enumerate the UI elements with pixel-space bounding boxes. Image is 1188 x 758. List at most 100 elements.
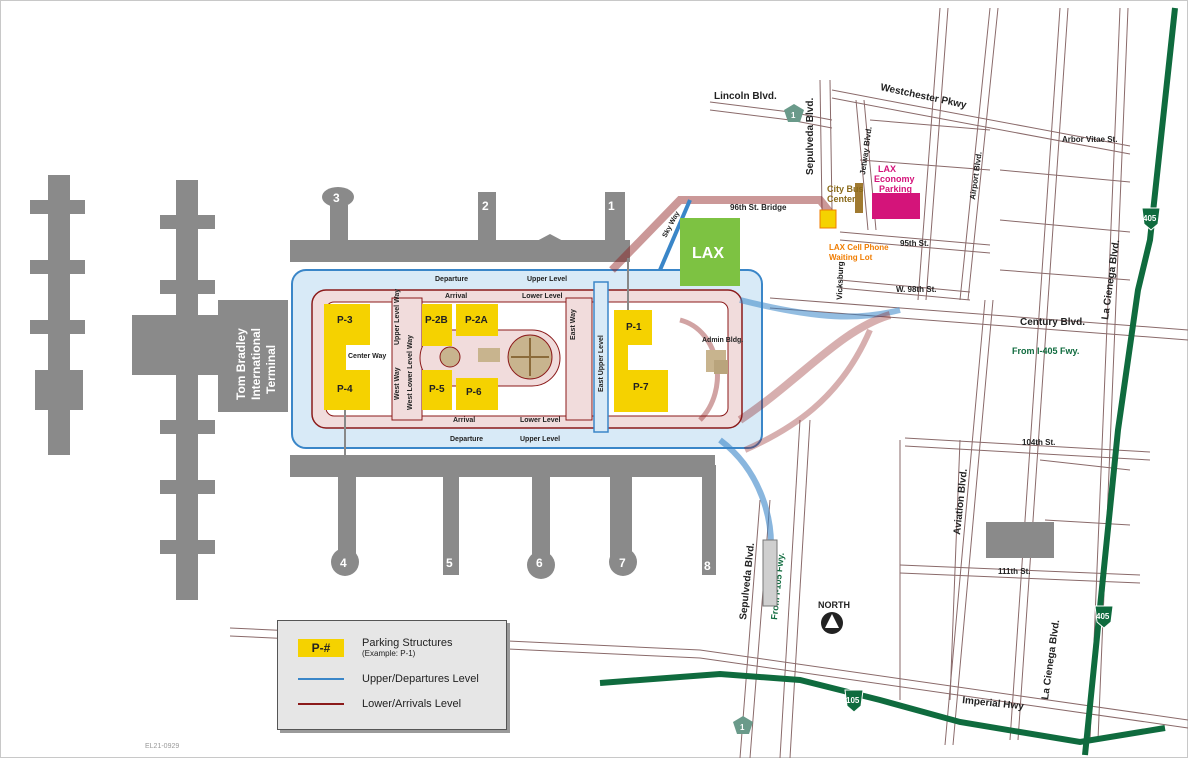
parking-p2a [456, 304, 498, 336]
route-shields: 1 1 405 405 105 [733, 104, 1161, 734]
svg-text:405: 405 [1143, 214, 1157, 223]
legend-parking-row: P-# Parking Structures (Example: P-1) [298, 637, 452, 658]
svg-text:West Way: West Way [394, 367, 401, 400]
svg-text:Upper Level: Upper Level [520, 436, 560, 443]
svg-text:Lower Level: Lower Level [522, 293, 563, 300]
parking-structures [324, 304, 668, 412]
sr1-shield-icon [784, 104, 804, 122]
from-405-label: From I-405 Fwy. [1012, 346, 1079, 356]
svg-text:Parking: Parking [879, 184, 912, 194]
svg-text:Departure: Departure [450, 436, 483, 443]
map-legend: P-# Parking Structures (Example: P-1) Up… [277, 620, 507, 730]
svg-text:Upper Level: Upper Level [527, 276, 567, 283]
svg-text:Waiting Lot: Waiting Lot [829, 253, 873, 262]
svg-text:Westchester Pkwy: Westchester Pkwy [879, 82, 967, 111]
lax-logo: LAX [692, 245, 724, 262]
svg-text:1: 1 [740, 723, 745, 732]
parking-p1-p7 [614, 310, 668, 412]
svg-text:P-5: P-5 [429, 384, 445, 395]
legend-lower-label: Lower/Arrivals Level [362, 698, 462, 710]
parking-p2b [422, 304, 452, 346]
svg-text:6: 6 [536, 556, 543, 570]
svg-text:95th St.: 95th St. [900, 239, 929, 248]
svg-text:W. 98th St.: W. 98th St. [896, 285, 936, 294]
parking-labels: P-3 P-4 P-2B P-2A P-5 P-6 P-1 P-7 [337, 315, 649, 398]
svg-text:8: 8 [704, 559, 711, 573]
terminal-structures [30, 175, 1054, 600]
svg-text:Airport Blvd.: Airport Blvd. [968, 151, 984, 200]
direction-labels: From I-405 Fwy. From I-105 Fwy. NORTH [762, 346, 1079, 634]
svg-text:4: 4 [340, 556, 347, 570]
parking-p6 [456, 378, 498, 410]
tbit-label-3: Terminal [264, 345, 278, 394]
place-labels: City Bus Center LAX Economy Parking LAX … [827, 164, 915, 262]
svg-text:111th St.: 111th St. [998, 567, 1030, 576]
svg-text:96th St. Bridge: 96th St. Bridge [730, 203, 787, 212]
legend-parking-label: Parking Structures [362, 637, 453, 649]
parking-p5 [422, 370, 452, 410]
svg-text:7: 7 [619, 556, 626, 570]
svg-text:Imperial Hwy: Imperial Hwy [962, 695, 1025, 712]
svg-text:1: 1 [608, 199, 615, 213]
svg-text:P-1: P-1 [626, 322, 642, 333]
svg-text:Century Blvd.: Century Blvd. [1020, 317, 1085, 328]
svg-text:Sepulveda Blvd.: Sepulveda Blvd. [738, 542, 757, 620]
i405-freeway [1082, 7, 1178, 756]
svg-text:P-3: P-3 [337, 315, 353, 326]
svg-text:Arbor Vitae St.: Arbor Vitae St. [1062, 135, 1117, 144]
svg-text:2: 2 [482, 199, 489, 213]
svg-text:Arrival: Arrival [453, 417, 475, 424]
internal-road-labels: Departure Upper Level Arrival Lower Leve… [348, 210, 743, 443]
svg-text:P-7: P-7 [633, 382, 649, 393]
svg-text:P-4: P-4 [337, 384, 353, 395]
svg-text:LAX: LAX [878, 164, 896, 174]
north-label: NORTH [818, 600, 850, 610]
city-bus-label-2: Center [827, 194, 856, 204]
i105-freeway [599, 670, 1166, 746]
svg-text:La Cienega Blvd.: La Cienega Blvd. [1040, 619, 1062, 701]
svg-text:405: 405 [1096, 612, 1110, 621]
svg-text:West Lower Level Way: West Lower Level Way [407, 335, 414, 410]
svg-text:104th St.: 104th St. [1022, 438, 1055, 447]
legend-lower-row: Lower/Arrivals Level [298, 698, 461, 710]
map-code: EL21-0929 [145, 743, 179, 750]
svg-text:Lincoln Blvd.: Lincoln Blvd. [714, 91, 777, 102]
tbit-building [218, 300, 288, 412]
svg-text:Departure: Departure [435, 276, 468, 283]
city-bus-center [855, 183, 863, 213]
tbit-label-2: International [249, 328, 263, 400]
tbit-label-1: Tom Bradley [234, 328, 248, 400]
svg-text:Lower Level: Lower Level [520, 417, 561, 424]
svg-text:Center Way: Center Way [348, 353, 386, 360]
i405-shield-icon [1141, 207, 1161, 231]
i405-shield-bottom-icon [1094, 605, 1114, 629]
legend-upper-line [298, 678, 344, 680]
svg-text:LAX Cell Phone: LAX Cell Phone [829, 243, 889, 252]
legend-upper-label: Upper/Departures Level [362, 673, 479, 685]
svg-text:Jetway Blvd.: Jetway Blvd. [858, 126, 874, 175]
svg-text:P-2A: P-2A [465, 315, 488, 326]
svg-text:East Way: East Way [570, 309, 577, 340]
i105-shield-icon [844, 689, 864, 713]
legend-parking-example: (Example: P-1) [362, 649, 416, 658]
svg-text:Vicksburg: Vicksburg [835, 261, 845, 300]
svg-text:Upper Level Way: Upper Level Way [394, 289, 401, 345]
sr1-shield-bottom-icon [733, 716, 753, 734]
lax-it-lot [680, 218, 740, 286]
svg-text:3: 3 [333, 191, 340, 205]
svg-text:Economy: Economy [874, 174, 915, 184]
legend-parking-swatch: P-# [298, 638, 344, 657]
legend-upper-row: Upper/Departures Level [298, 673, 479, 685]
svg-text:Admin Bldg.: Admin Bldg. [702, 337, 743, 344]
svg-text:P-2B: P-2B [425, 315, 448, 326]
svg-text:Sepulveda Blvd.: Sepulveda Blvd. [805, 98, 816, 175]
parking-p3-p4 [324, 304, 370, 410]
cell-phone-lot [819, 209, 837, 229]
tunnel-icon [762, 539, 778, 607]
terminal-labels: 3 2 1 4 5 6 7 8 Tom Bradley Internationa… [234, 191, 711, 573]
economy-parking [872, 193, 920, 219]
svg-text:1: 1 [791, 111, 796, 120]
svg-text:105: 105 [846, 696, 860, 705]
svg-text:P-6: P-6 [466, 387, 482, 398]
